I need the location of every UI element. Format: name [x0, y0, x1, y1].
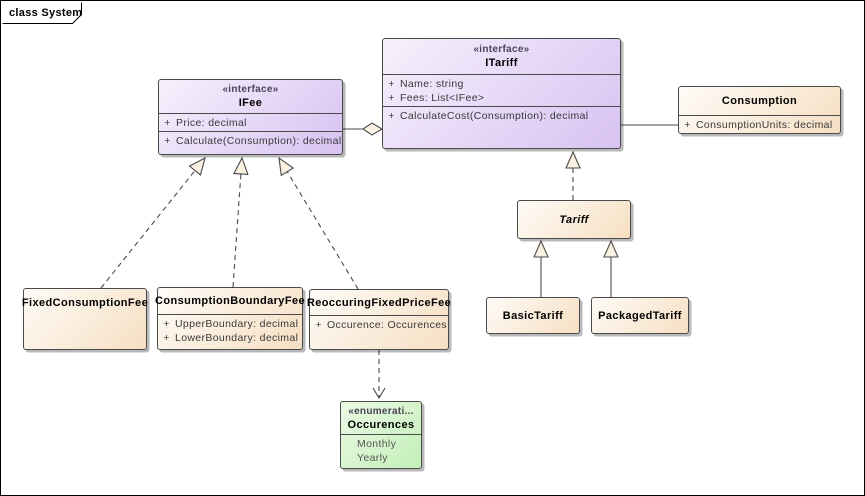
- operations-compartment: + CalculateCost(Consumption): decimal: [383, 106, 620, 148]
- class-header: PackagedTariff: [592, 298, 688, 333]
- stereotype-label: «interface»: [473, 44, 530, 55]
- attribute-row: + LowerBoundary: decimal: [158, 331, 300, 345]
- operation-text: CalculateCost(Consumption): decimal: [400, 110, 589, 122]
- class-node-consumptionboundaryfee[interactable]: ConsumptionBoundaryFee + UpperBoundary: …: [155, 287, 305, 350]
- visibility: +: [164, 134, 171, 147]
- attribute-text: Price: decimal: [176, 116, 247, 129]
- class-name: Tariff: [559, 213, 589, 226]
- visibility: +: [315, 319, 322, 331]
- class-header: Tariff: [518, 201, 630, 238]
- attributes-compartment: + Name: string + Fees: List<IFee>: [383, 74, 620, 106]
- class-node-packagedtariff[interactable]: PackagedTariff: [591, 297, 689, 334]
- enum-literal: Yearly: [357, 452, 388, 464]
- visibility: +: [163, 332, 170, 344]
- class-node-basictariff[interactable]: BasicTariff: [486, 297, 580, 334]
- class-name: ITariff: [485, 57, 518, 69]
- operations-compartment: + Calculate(Consumption): decimal: [159, 130, 342, 155]
- connector-realization-reoccuringfixedpricefee-ifee[interactable]: [278, 156, 359, 290]
- class-name: Consumption: [721, 95, 798, 107]
- connector-aggregation-ifee-itariff[interactable]: [343, 122, 384, 136]
- attribute-text: Occurence: Occurences: [327, 319, 447, 331]
- attribute-text: UpperBoundary: decimal: [175, 318, 299, 330]
- attribute-text: LowerBoundary: decimal: [175, 332, 299, 344]
- class-header: BasicTariff: [487, 298, 579, 333]
- attribute-row: + Name: string: [383, 77, 618, 91]
- class-node-reoccuringfixedpricefee[interactable]: ReoccuringFixedPriceFee + Occurence: Occ…: [306, 289, 452, 350]
- class-name: ReoccuringFixedPriceFee: [306, 296, 452, 309]
- operation-text: Calculate(Consumption): decimal: [176, 134, 342, 147]
- class-name: BasicTariff: [502, 309, 564, 322]
- class-node-tariff[interactable]: Tariff: [517, 200, 631, 239]
- literals-compartment: Monthly Yearly: [341, 434, 421, 468]
- class-header: «interface» IFee: [159, 80, 342, 113]
- class-name: IFee: [238, 96, 263, 109]
- stereotype-label: «enumerati...: [348, 405, 414, 417]
- attribute-row: + UpperBoundary: decimal: [158, 317, 300, 331]
- stereotype-label: «interface»: [222, 83, 279, 95]
- class-name: FixedConsumptionFee: [21, 297, 149, 309]
- frame-tab-shape: [2, 2, 82, 24]
- attribute-row: + Fees: List<IFee>: [383, 91, 618, 105]
- visibility: +: [388, 78, 395, 90]
- enum-literal: Monthly: [357, 438, 397, 450]
- operation-row: + CalculateCost(Consumption): decimal: [383, 109, 618, 123]
- attribute-row: + Occurence: Occurences: [310, 318, 446, 332]
- attribute-text: Name: string: [400, 78, 464, 90]
- class-header: ConsumptionBoundaryFee: [155, 288, 305, 314]
- class-node-ifee[interactable]: «interface» IFee + Price: decimal + Calc…: [158, 79, 343, 155]
- attribute-row: + ConsumptionUnits: decimal: [679, 118, 838, 132]
- class-header: FixedConsumptionFee: [21, 289, 149, 349]
- visibility: +: [388, 110, 395, 122]
- class-header: «interface» ITariff: [383, 39, 620, 74]
- attribute-row: + Price: decimal: [159, 116, 340, 130]
- visibility: +: [164, 116, 171, 129]
- class-name: ConsumptionBoundaryFee: [155, 295, 305, 307]
- attributes-compartment: + Occurence: Occurences: [310, 315, 448, 349]
- class-node-fixedconsumptionfee[interactable]: FixedConsumptionFee: [21, 288, 149, 350]
- frame-tab-label: class System: [9, 7, 83, 19]
- class-header: ReoccuringFixedPriceFee: [306, 290, 452, 315]
- visibility: +: [684, 119, 691, 131]
- class-node-consumption[interactable]: Consumption + ConsumptionUnits: decimal: [678, 86, 841, 134]
- attribute-text: ConsumptionUnits: decimal: [696, 119, 833, 131]
- attributes-compartment: + ConsumptionUnits: decimal: [679, 115, 840, 133]
- enum-name: Occurences: [347, 418, 415, 431]
- class-node-itariff[interactable]: «interface» ITariff + Name: string + Fee…: [382, 38, 621, 149]
- attribute-text: Fees: List<IFee>: [400, 92, 485, 104]
- operation-row: + Calculate(Consumption): decimal: [159, 134, 342, 148]
- attributes-compartment: + Price: decimal: [159, 112, 342, 131]
- class-name: PackagedTariff: [598, 309, 682, 322]
- enum-node-occurences[interactable]: «enumerati... Occurences Monthly Yearly: [340, 401, 422, 469]
- visibility: +: [163, 318, 170, 330]
- attributes-compartment: + UpperBoundary: decimal + LowerBoundary…: [158, 314, 302, 349]
- connector-realization-fixedconsumptionfee-ifee[interactable]: [100, 156, 206, 289]
- connector-realization-consumptionboundaryfee-ifee[interactable]: [232, 156, 249, 288]
- class-header: Consumption: [679, 87, 840, 115]
- enum-header: «enumerati... Occurences: [341, 402, 421, 434]
- visibility: +: [388, 92, 395, 104]
